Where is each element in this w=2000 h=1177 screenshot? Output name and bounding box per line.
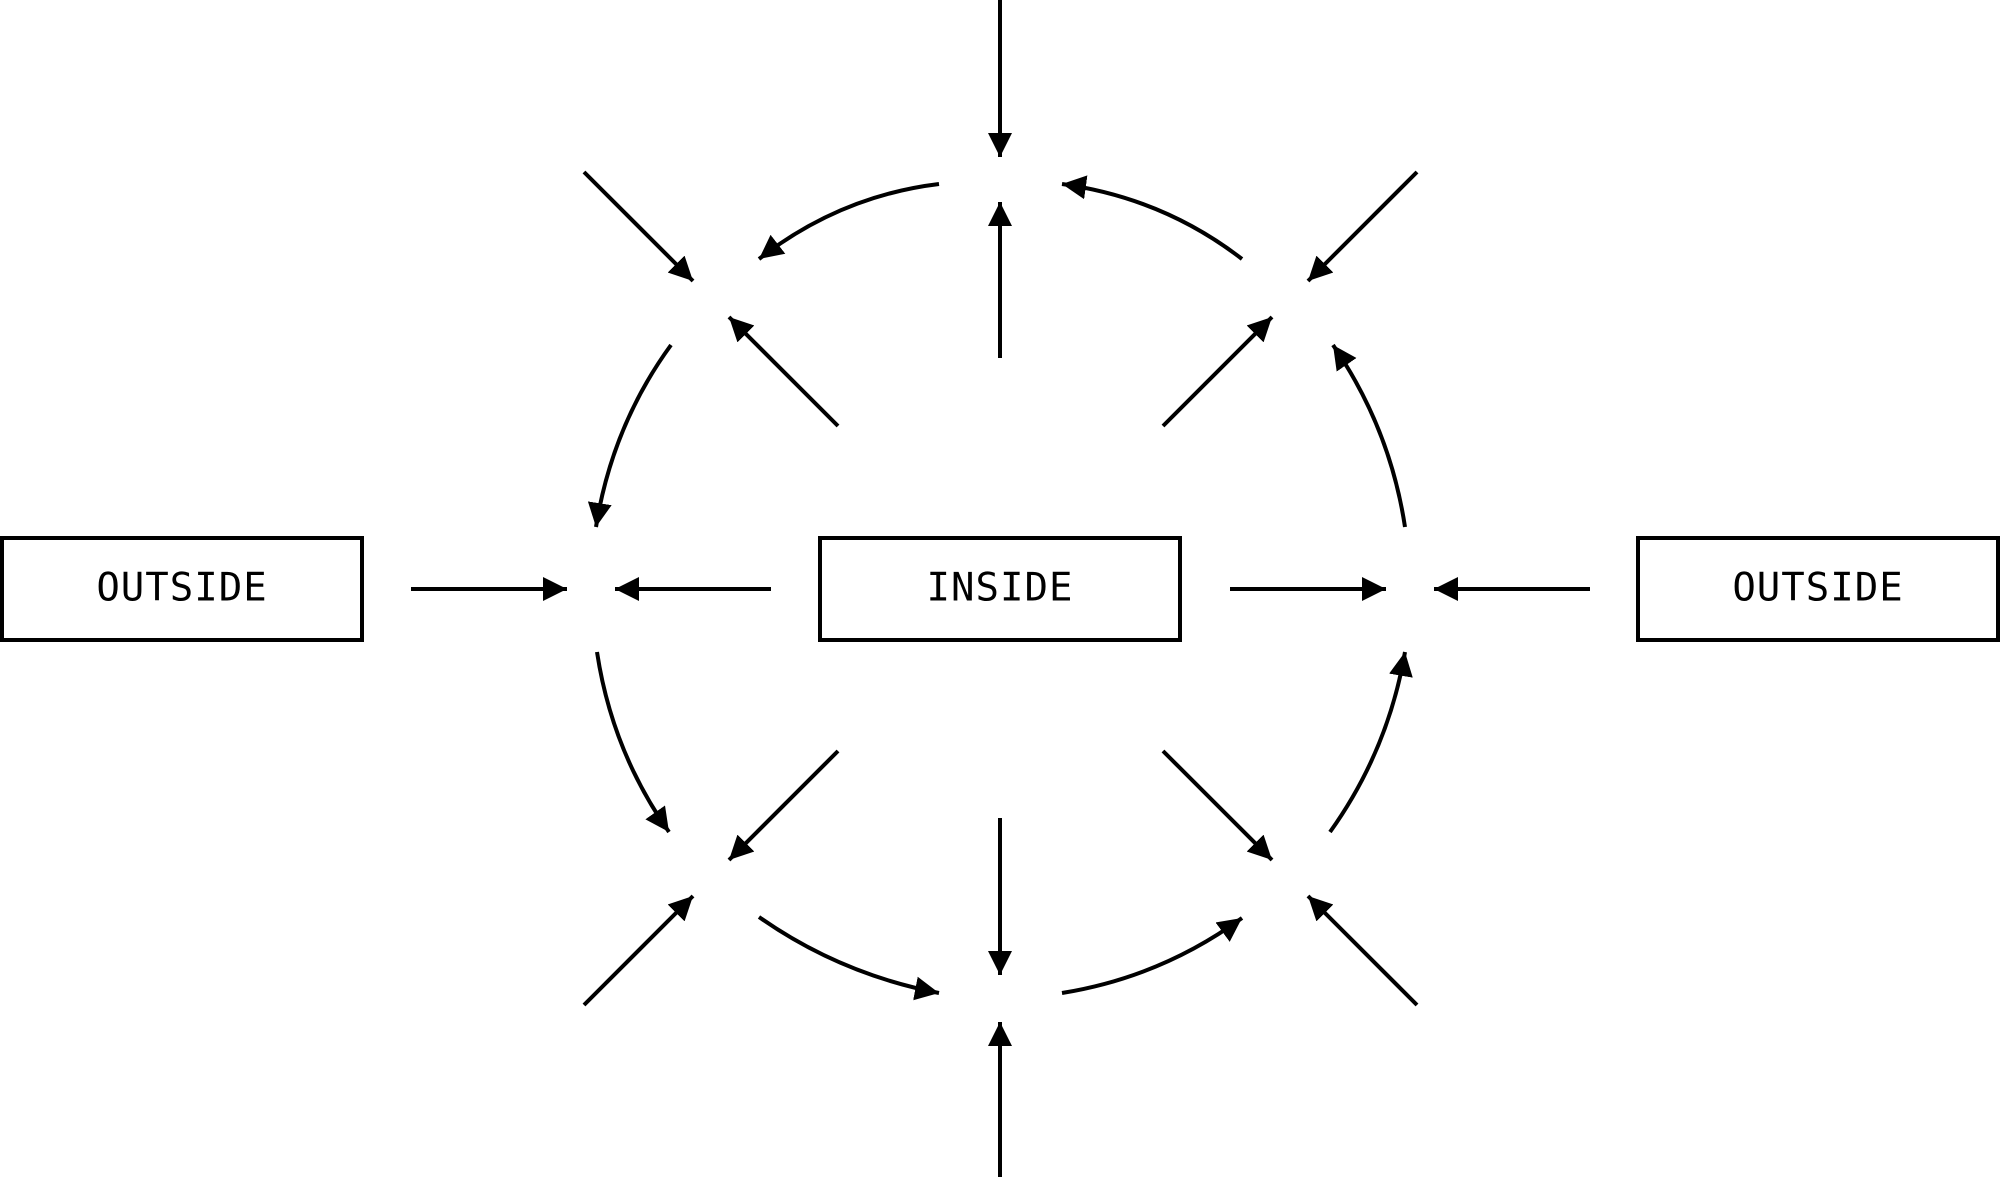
curve-north-to-northwest [757, 182, 940, 261]
inside-box [818, 536, 1182, 642]
curve-south-to-southeast [1061, 916, 1244, 995]
arrow-inside-to-northwest-node [727, 315, 840, 428]
curve-west-to-southwest [595, 651, 671, 834]
arrow-inside-to-southwest-node [727, 749, 840, 862]
arrow-inside-to-southeast-node [1161, 749, 1274, 862]
outside-left-label: OUTSIDE [96, 566, 267, 611]
arrow-outside-to-northwest-node [582, 170, 695, 283]
curve-southeast-to-east [1328, 651, 1413, 834]
curve-southwest-to-south [757, 915, 940, 1001]
curve-northeast-to-north [1061, 175, 1244, 261]
arrow-outside-to-southeast-node [1306, 894, 1419, 1007]
curve-east-to-northeast [1331, 343, 1407, 528]
outside-right-box [1636, 536, 2000, 642]
outside-left-box [0, 536, 364, 642]
arrow-outside-to-southwest-node [582, 894, 695, 1007]
inside-label: INSIDE [927, 566, 1074, 611]
arrow-inside-to-northeast-node [1161, 315, 1274, 428]
outside-right-label: OUTSIDE [1732, 566, 1903, 611]
curve-northwest-to-west [587, 343, 673, 528]
arrow-outside-to-northeast-node [1306, 170, 1419, 283]
